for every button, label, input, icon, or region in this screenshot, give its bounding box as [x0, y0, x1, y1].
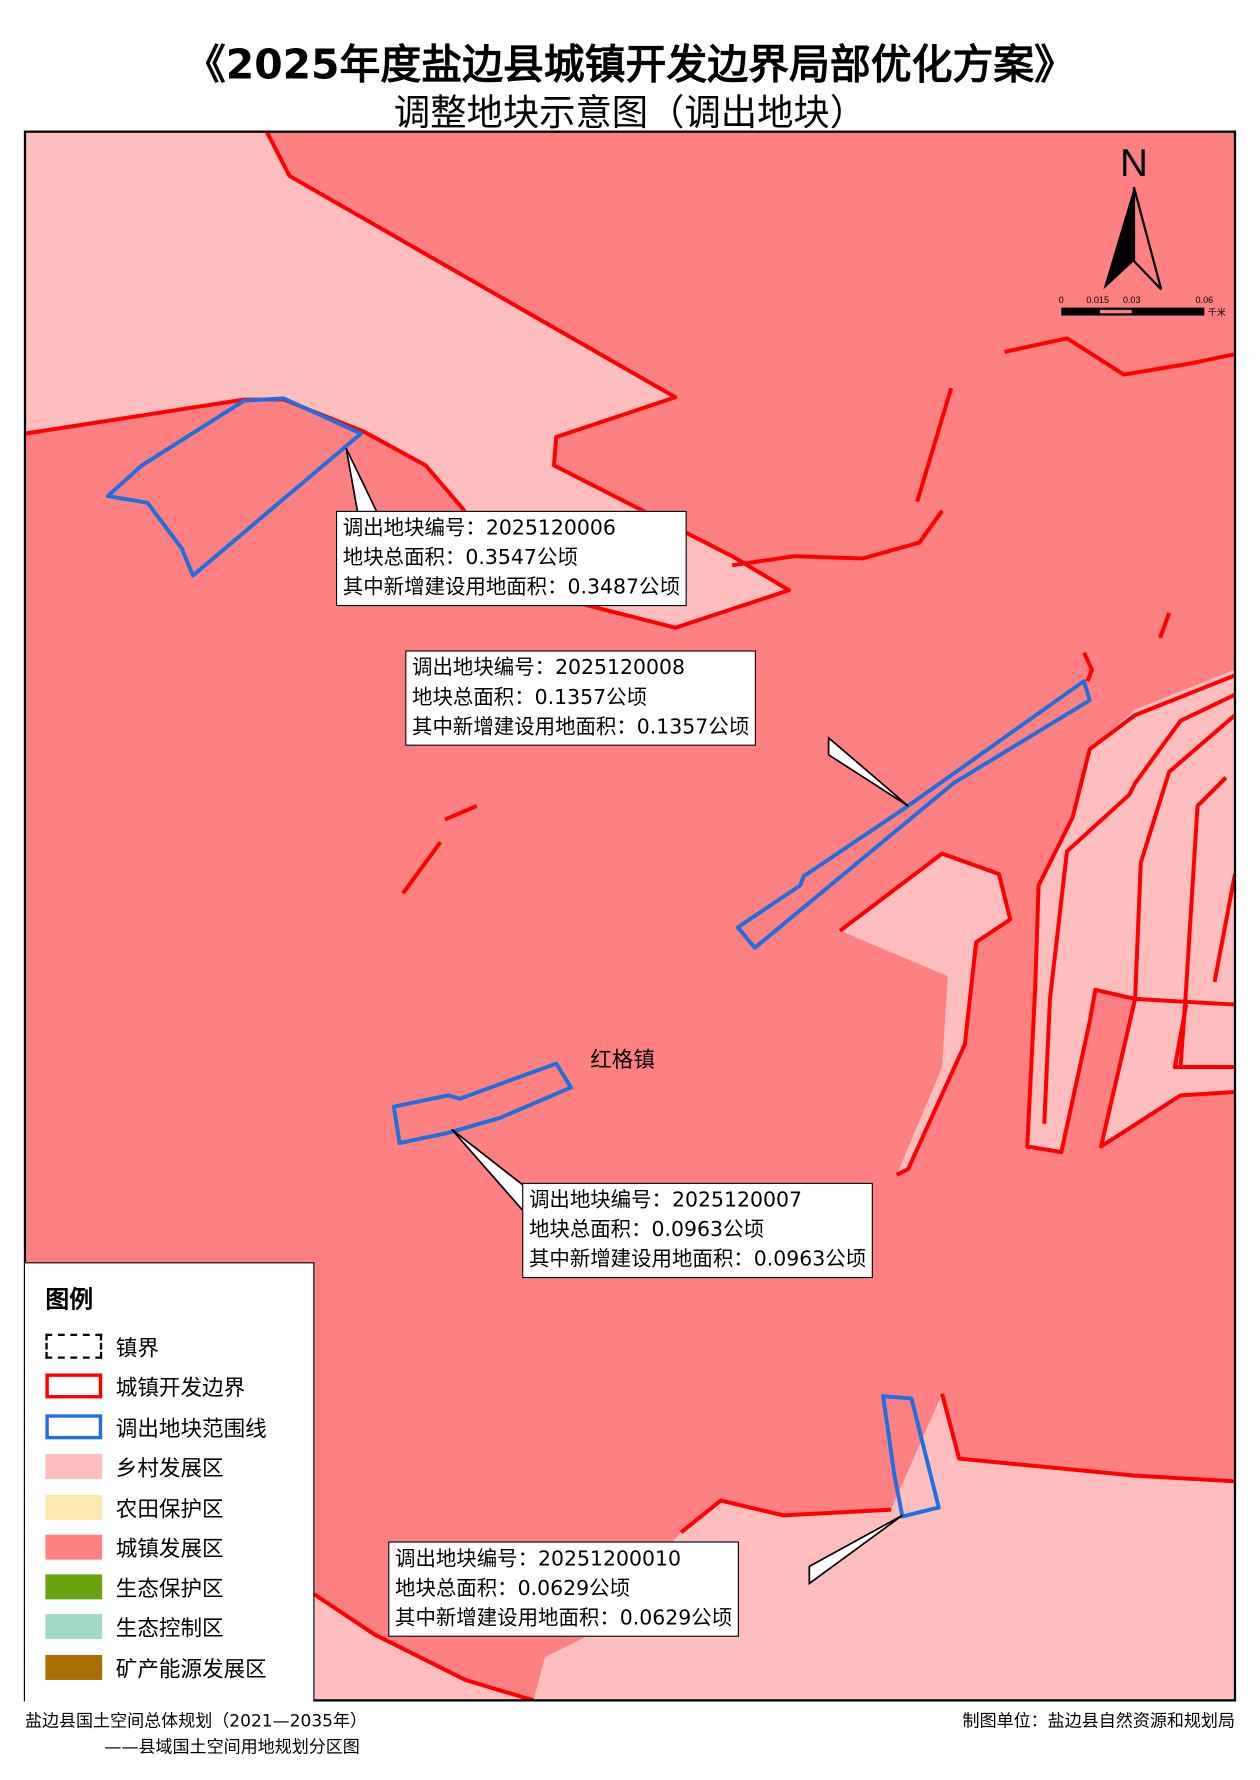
parcel-callout-2025120006: 调出地块编号：2025120006 地块总面积：0.3547公顷 其中新增建设用… [335, 510, 687, 607]
parcel-2025120007-outline[interactable] [391, 1061, 573, 1146]
map-subtitle: 调整地块示意图（调出地块） [393, 90, 867, 134]
legend-swatch [45, 1333, 103, 1359]
parcel-2025120008-outline[interactable] [735, 679, 1092, 950]
north-arrow [1103, 186, 1163, 291]
north-label: N [1120, 142, 1148, 185]
parcel-id: 调出地块编号：2025120007 [528, 1188, 802, 1213]
parcel-area: 地块总面积：0.3547公顷 [342, 545, 578, 570]
svg-text:千米: 千米 [1208, 307, 1226, 319]
map-title: 《2025年度盐边县城镇开发边界局部优化方案》 [184, 41, 1076, 89]
legend-item-urban-boundary: 城镇开发边界 [45, 1372, 245, 1400]
parcel-2025120006-outline[interactable] [105, 396, 363, 578]
parcel-new-area: 其中新增建设用地面积：0.3487公顷 [342, 575, 680, 600]
parcel-id: 调出地块编号：2025120008 [412, 656, 686, 680]
legend-swatch [45, 1373, 103, 1399]
legend-item-parcel-line: 调出地块范围线 [45, 1413, 267, 1441]
legend-swatch [45, 1614, 103, 1640]
footer-maker: 制图单位：盐边县自然资源和规划局 [962, 1710, 1235, 1732]
legend-swatch [45, 1454, 103, 1480]
svg-text:0: 0 [1059, 295, 1064, 305]
parcel-id: 调出地块编号：2025120006 [342, 516, 616, 541]
parcel-callout-2025120008: 调出地块编号：2025120008 地块总面积：0.1357公顷 其中新增建设用… [405, 650, 756, 746]
urban-development-boundary-lines [24, 131, 1235, 1701]
legend-swatch [45, 1534, 103, 1560]
callout-pointers [345, 447, 909, 1586]
legend-item-eco-protect: 生态保护区 [45, 1573, 224, 1601]
legend-title: 图例 [45, 1286, 94, 1314]
legend-swatch [45, 1494, 103, 1520]
scale-bar: 0 0.015 0.03 0.06 千米 [1059, 295, 1226, 318]
legend-item-rural: 乡村发展区 [45, 1453, 224, 1481]
parcel-new-area: 其中新增建设用地面积：0.1357公顷 [412, 715, 750, 739]
legend-item-mining: 矿产能源发展区 [45, 1654, 267, 1682]
map-frame [23, 130, 1237, 1702]
legend: 图例 镇界 城镇开发边界 调出地块范围线 乡村发展区 农田保护区 城镇发展区 生… [24, 1262, 315, 1702]
parcel-callout-2025120007: 调出地块编号：2025120007 地块总面积：0.0963公顷 其中新增建设用… [522, 1182, 873, 1279]
parcel-new-area: 其中新增建设用地面积：0.0963公顷 [528, 1247, 867, 1272]
legend-swatch [45, 1414, 103, 1440]
legend-item-farmland: 农田保护区 [45, 1494, 224, 1522]
legend-item-urban: 城镇发展区 [45, 1534, 224, 1561]
place-label-hongge: 红格镇 [590, 1048, 655, 1073]
footer-plan-line2: ——县域国土空间用地规划分区图 [104, 1736, 360, 1758]
parcel-area: 地块总面积：0.1357公顷 [412, 685, 647, 710]
parcel-20251200010-outline[interactable] [881, 1394, 941, 1519]
svg-text:0.03: 0.03 [1123, 295, 1141, 305]
footer-plan-line1: 盐边县国土空间总体规划（2021—2035年） [24, 1710, 368, 1732]
legend-item-eco-control: 生态控制区 [45, 1613, 224, 1641]
parcel-id: 调出地块编号：20251200010 [395, 1547, 682, 1571]
parcel-new-area: 其中新增建设用地面积：0.0629公顷 [395, 1606, 733, 1631]
legend-swatch [45, 1654, 103, 1680]
parcel-callout-20251200010: 调出地块编号：20251200010 地块总面积：0.0629公顷 其中新增建设… [388, 1541, 739, 1637]
legend-swatch [45, 1574, 103, 1600]
parcel-area: 地块总面积：0.0629公顷 [395, 1576, 630, 1601]
svg-text:0.015: 0.015 [1086, 295, 1109, 305]
legend-item-town-boundary: 镇界 [45, 1333, 159, 1360]
parcel-area: 地块总面积：0.0963公顷 [528, 1217, 764, 1242]
svg-text:0.06: 0.06 [1196, 295, 1214, 305]
